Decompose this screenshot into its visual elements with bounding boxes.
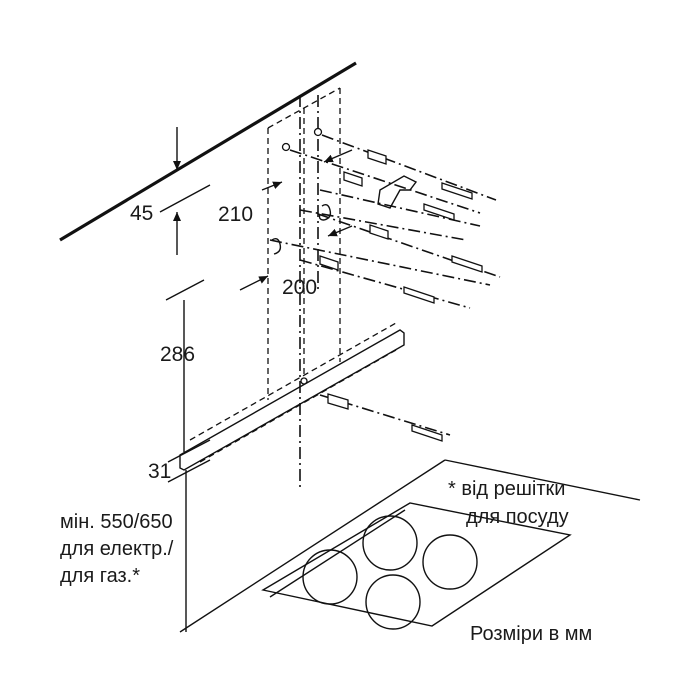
footnote-line2: для посуду bbox=[466, 506, 569, 528]
width-210-arrow-left bbox=[261, 181, 283, 191]
burner bbox=[422, 534, 478, 590]
dim-ceiling-gap: 45 bbox=[130, 202, 153, 225]
dim-width-lower: 200 bbox=[282, 276, 317, 299]
hook-right bbox=[318, 203, 332, 221]
units-note: Розміри в мм bbox=[470, 623, 592, 645]
width-210-arrow-right bbox=[323, 149, 353, 163]
min-height-line3: для газ.* bbox=[60, 565, 140, 587]
dim-45-ext bbox=[159, 184, 211, 213]
burner bbox=[362, 515, 418, 571]
dim-width-upper: 210 bbox=[218, 203, 253, 226]
burner bbox=[302, 549, 358, 605]
hood-bracket-bar bbox=[179, 322, 405, 471]
screws bbox=[403, 182, 483, 442]
dim-bottom-offset: 31 bbox=[148, 460, 171, 483]
width-200-arrow-right bbox=[327, 225, 353, 237]
dim-31-ext bbox=[167, 459, 211, 483]
dim-bracket-height: 286 bbox=[160, 343, 195, 366]
hook-left bbox=[271, 237, 282, 255]
dim-286-top-ext bbox=[165, 279, 205, 301]
min-height-line1: мін. 550/650 bbox=[60, 511, 173, 533]
screw-holes bbox=[281, 127, 323, 385]
wall-plugs bbox=[319, 149, 389, 410]
mount-bracket bbox=[377, 175, 418, 209]
chimney-outline bbox=[267, 87, 341, 400]
width-200-arrow-left bbox=[239, 275, 269, 291]
ceiling-line bbox=[59, 61, 357, 242]
dim-286-bottom-ext bbox=[167, 439, 211, 463]
burner bbox=[365, 574, 421, 630]
min-height-line2: для електр./ bbox=[60, 538, 174, 560]
footnote-line1: * від решітки bbox=[448, 478, 565, 500]
cooktop bbox=[179, 459, 641, 633]
